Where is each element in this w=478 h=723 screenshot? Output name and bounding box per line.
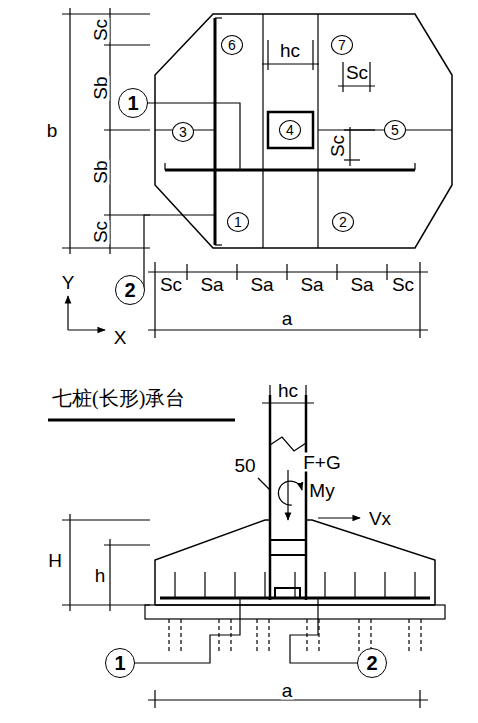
callout-circle: 2 [115, 275, 145, 305]
dimension: Sc [328, 134, 347, 158]
callout-circle: 2 [357, 648, 387, 678]
dimension: Sc [91, 220, 110, 244]
load-label: Vx [368, 509, 392, 528]
dimension: Sc [91, 18, 110, 42]
dimension: a [281, 681, 294, 700]
dimension: b [46, 121, 59, 140]
pile-number-text: 7 [338, 38, 346, 52]
callout-number: 1 [114, 653, 125, 673]
dimension: Sc [391, 275, 415, 294]
axis-label: Y [61, 273, 76, 292]
drawing-title: 七桩(长形)承台 [52, 388, 185, 408]
pile-number: 4 [279, 120, 301, 140]
dimension: hc [277, 381, 299, 400]
pile-number: 3 [172, 122, 194, 142]
callout-circle: 1 [105, 648, 135, 678]
dimension: Sa [249, 275, 274, 294]
pile-number-text: 6 [228, 38, 236, 52]
callout-number: 2 [366, 653, 377, 673]
dimension: 50 [233, 456, 256, 475]
pile-number-text: 2 [339, 215, 347, 229]
callout-circle: 1 [118, 88, 148, 118]
pile-number: 5 [384, 120, 406, 140]
callout-number: 2 [124, 280, 135, 300]
dimension: a [281, 309, 294, 328]
pile-number: 1 [227, 212, 249, 232]
load-label: F+G [302, 453, 341, 472]
pile-number: 6 [221, 35, 243, 55]
callout-number: 1 [127, 93, 138, 113]
pile-number: 2 [332, 212, 354, 232]
pile-number-text: 4 [286, 123, 294, 137]
dimension: Sa [299, 275, 324, 294]
dimension: Sa [199, 275, 224, 294]
dimension: Sc [159, 275, 183, 294]
pile-number-text: 3 [179, 125, 187, 139]
dimension: hc [279, 41, 301, 60]
load-label: My [308, 481, 335, 500]
pile-number-text: 5 [391, 123, 399, 137]
axis-label: X [113, 328, 128, 347]
dimension: H [47, 551, 63, 570]
dimension: Sc [345, 63, 369, 82]
pile-number-text: 1 [234, 215, 242, 229]
dimension: Sb [91, 75, 110, 100]
dimension: Sa [349, 275, 374, 294]
pile-number: 7 [331, 35, 353, 55]
dimension: Sb [91, 159, 110, 184]
dimension: h [94, 566, 107, 585]
